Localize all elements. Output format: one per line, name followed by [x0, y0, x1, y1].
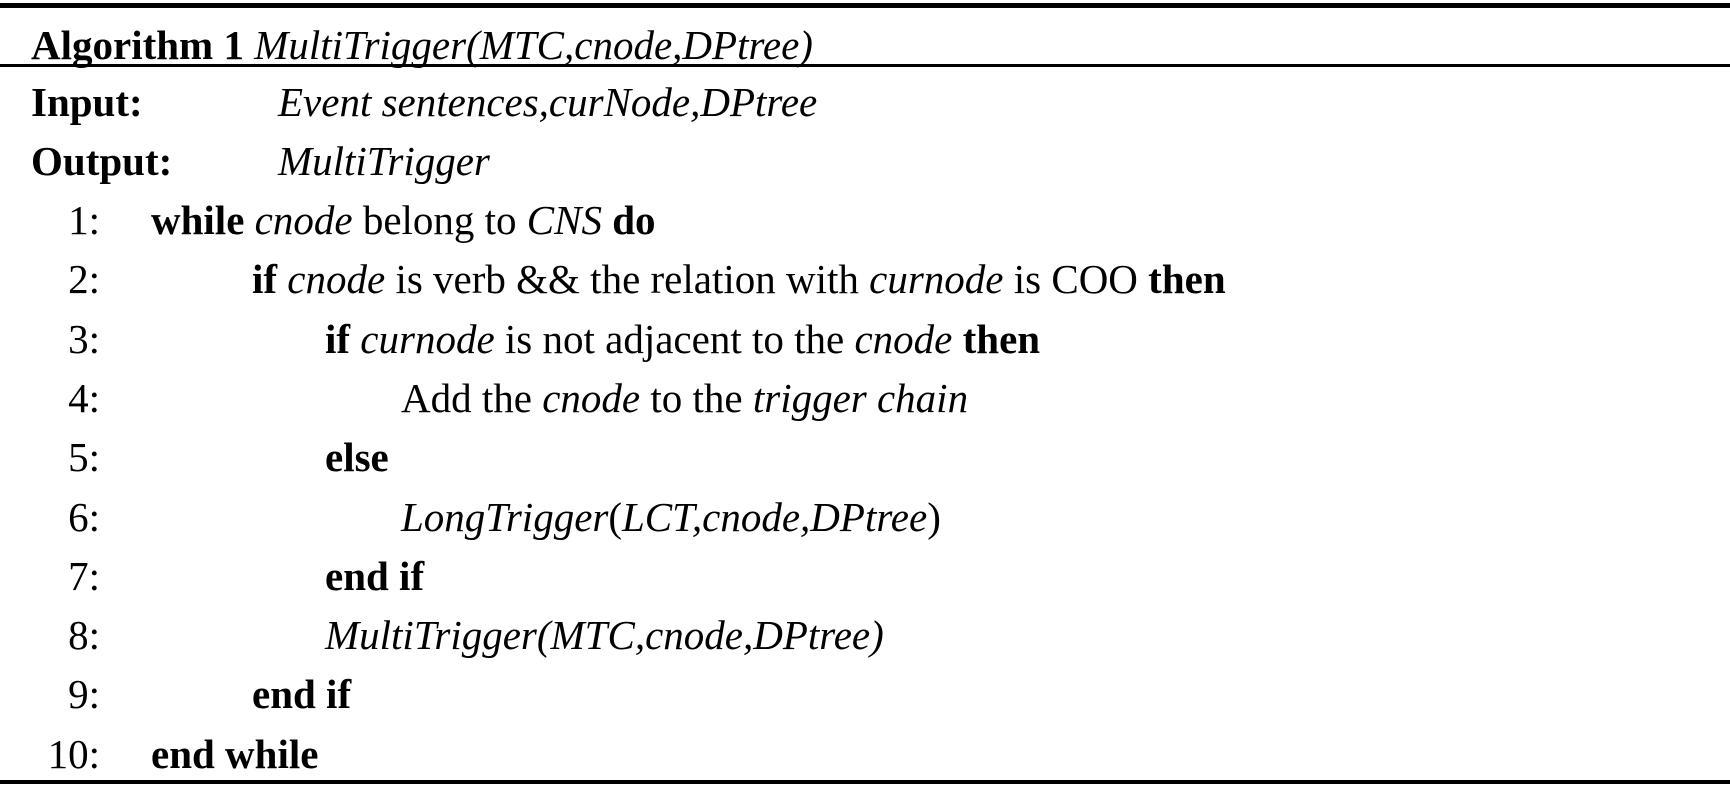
algorithm-caption: Algorithm 1 MultiTrigger(MTC,cnode,DPtre…: [31, 20, 813, 70]
keyword: while: [151, 197, 245, 243]
line-number: 6:: [68, 493, 100, 540]
line-number: 10:: [47, 730, 100, 777]
identifier: LongTrigger: [401, 493, 609, 540]
code-text: [952, 316, 962, 362]
identifier: curnode: [869, 256, 1004, 303]
identifier: curnode: [360, 315, 495, 362]
output-row: Output:: [31, 136, 172, 186]
top-rule: [0, 3, 1730, 8]
code-text: Add the: [401, 374, 543, 421]
code-text: [277, 256, 287, 302]
algorithm-label: Algorithm 1: [31, 22, 244, 68]
line-number: 4:: [68, 374, 100, 421]
code-line: end while: [151, 729, 318, 779]
keyword: if: [252, 256, 278, 303]
line-number: 9:: [68, 671, 100, 718]
output-label: Output:: [31, 138, 173, 184]
code-text: is not adjacent to the: [494, 315, 855, 362]
code-text: [350, 316, 360, 362]
code-line: Add the cnode to the trigger chain: [401, 373, 968, 423]
code-text: [244, 197, 254, 243]
line-number: 5:: [68, 434, 100, 481]
keyword: else: [325, 434, 389, 481]
caption-rule: [0, 64, 1730, 67]
line-number: 3:: [68, 315, 100, 362]
bottom-rule: [0, 780, 1730, 784]
code-text: to the: [640, 374, 753, 421]
line-number: 8:: [68, 612, 100, 659]
keyword: if: [325, 315, 351, 362]
output-value: MultiTrigger: [278, 138, 490, 184]
code-line: if cnode is verb && the relation with cu…: [252, 254, 1226, 304]
identifier: cnode: [854, 315, 953, 362]
line-number: 2:: [68, 256, 100, 303]
identifier: trigger chain: [752, 374, 969, 421]
line-number: 1:: [68, 197, 100, 243]
algorithm-title: MultiTrigger(MTC,cnode,DPtree): [254, 22, 813, 68]
input-value: Event sentences,curNode,DPtree: [278, 79, 818, 125]
code-text: (: [608, 493, 622, 540]
code-line: MultiTrigger(MTC,cnode,DPtree): [325, 610, 884, 660]
keyword: end if: [325, 552, 425, 599]
keyword: do: [612, 197, 656, 243]
identifier: cnode: [287, 256, 386, 303]
keyword: end while: [151, 730, 319, 777]
keyword: then: [1148, 256, 1226, 303]
line-number: 7:: [68, 552, 100, 599]
input-label: Input:: [31, 79, 143, 125]
identifier: LCT,cnode,DPtree: [622, 493, 928, 540]
input-row: Input:: [31, 77, 143, 127]
code-line: LongTrigger(LCT,cnode,DPtree): [401, 492, 941, 542]
identifier: CNS: [526, 197, 602, 243]
code-line: end if: [325, 551, 424, 601]
code-text: is COO: [1003, 256, 1149, 303]
code-text: [602, 197, 612, 243]
identifier: cnode: [542, 374, 641, 421]
code-line: while cnode belong to CNS do: [151, 195, 656, 245]
identifier: cnode: [254, 197, 353, 243]
code-line: end if: [252, 669, 351, 719]
code-text: is verb && the relation with: [385, 256, 870, 303]
code-text: belong to: [352, 197, 527, 243]
code-line: else: [325, 432, 389, 482]
code-line: if curnode is not adjacent to the cnode …: [325, 314, 1040, 364]
keyword: then: [962, 315, 1041, 362]
code-text: ): [927, 493, 941, 540]
identifier: MultiTrigger(MTC,cnode,DPtree): [325, 612, 884, 659]
keyword: end if: [252, 671, 352, 718]
